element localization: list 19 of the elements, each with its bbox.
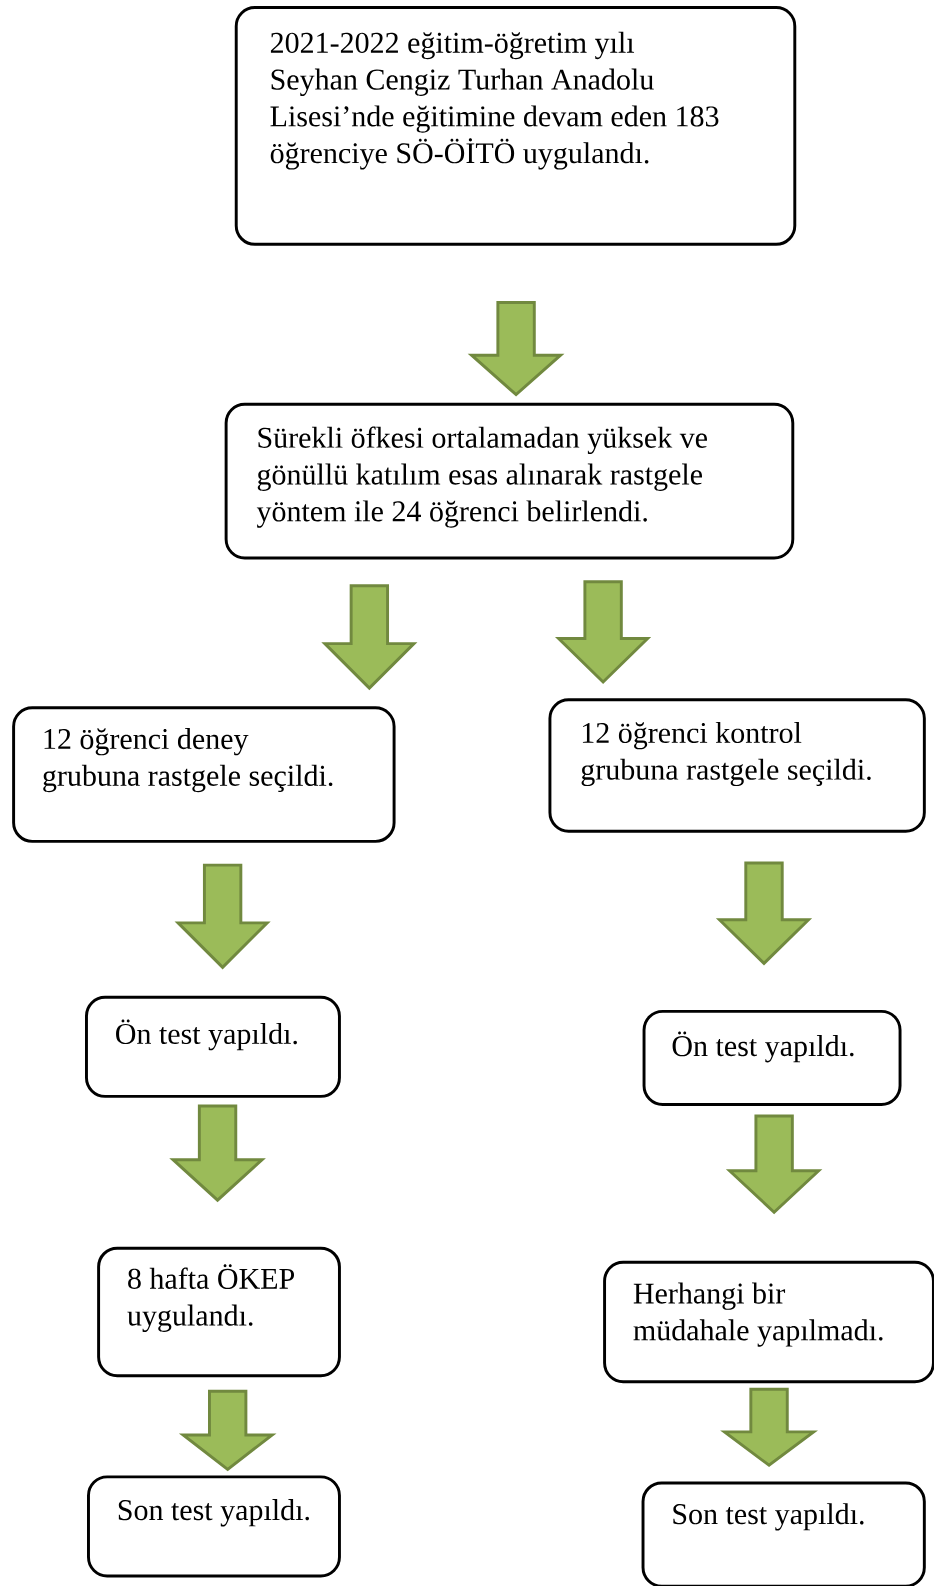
process-box: 2021-2022 eğitim-öğretim yılı Seyhan Cengiz Turhan Anadolu Lisesi’nde eğitimine devam eden 183 öğrenciye SÖ-ÖİTÖ uygulandı. <box>234 6 797 246</box>
process-box: Ön test yapıldı. <box>642 1009 902 1106</box>
block-arrow <box>720 1387 818 1468</box>
block-arrow <box>178 1389 277 1472</box>
process-box: 12 öğrenci deney grubuna rastgele seçildi. <box>12 706 396 843</box>
process-box: Herhangi bir müdahale yapılmadı. <box>603 1260 934 1384</box>
block-arrow <box>321 584 418 691</box>
block-arrow <box>467 301 565 397</box>
block-arrow <box>725 1114 823 1215</box>
process-box: 12 öğrenci kontrol grubuna rastgele seçildi. <box>548 698 926 833</box>
block-arrow <box>715 861 813 966</box>
block-arrow <box>554 580 652 685</box>
block-arrow <box>169 1104 266 1203</box>
process-box: Son test yapıldı. <box>87 1475 341 1578</box>
process-box: Ön test yapıldı. <box>85 995 341 1098</box>
process-box: Son test yapıldı. <box>641 1481 926 1586</box>
process-box: Sürekli öfkesi ortalamadan yüksek ve gönüllü katılım esas alınarak rastgele yöntem ile 24 öğrenci belirlendi. <box>224 402 795 560</box>
block-arrow <box>174 863 271 970</box>
process-box: 8 hafta ÖKEP uygulandı. <box>97 1246 341 1378</box>
